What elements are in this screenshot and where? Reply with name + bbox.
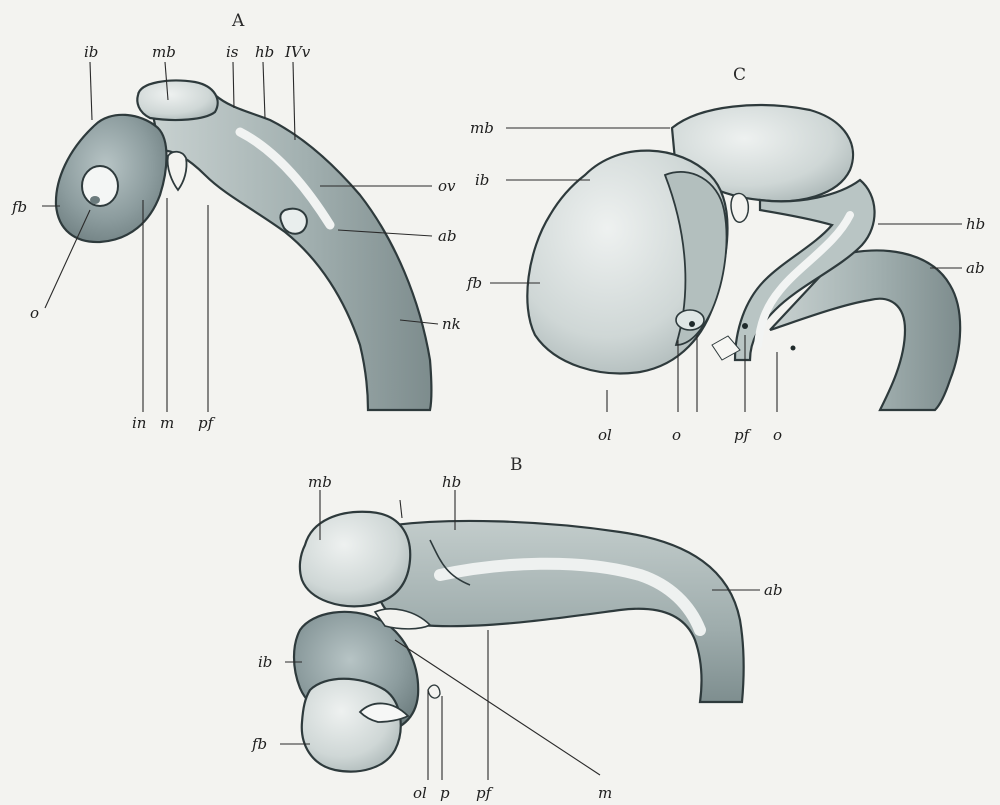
- label-a-ab: ab: [438, 227, 457, 245]
- label-a-pf: pf: [198, 414, 216, 432]
- panel-b-letter: B: [510, 455, 523, 475]
- label-c-o1: o: [672, 426, 681, 444]
- label-c-fb: fb: [466, 274, 482, 292]
- panel-a-letter: A: [231, 11, 245, 31]
- label-b-pf: pf: [476, 784, 494, 802]
- label-a-m: m: [160, 414, 174, 432]
- panel-b-pit: [428, 685, 440, 698]
- label-c-ol: ol: [598, 426, 612, 444]
- label-c-ab: ab: [966, 259, 985, 277]
- label-a-hb: hb: [255, 43, 274, 61]
- panel-c-optic-pit: [689, 321, 695, 327]
- panel-b-midbrain: [300, 512, 410, 607]
- label-a-ib: ib: [84, 43, 98, 61]
- label-b-fb: fb: [251, 735, 267, 753]
- label-a-ov: ov: [438, 177, 456, 195]
- label-b-p: p: [440, 784, 450, 802]
- label-c-mb: mb: [470, 119, 494, 137]
- label-c-pf: pf: [734, 426, 752, 444]
- label-a-nk: nk: [442, 315, 461, 333]
- panel-b: B mb hb ab ib fb o: [251, 455, 783, 802]
- panel-a-neural-tube: [150, 85, 432, 410]
- panel-c-optic-stalk: [676, 310, 704, 330]
- panel-c-letter: C: [733, 65, 746, 85]
- label-b-ab: ab: [764, 581, 783, 599]
- panel-a-midbrain: [137, 81, 217, 120]
- label-b-ol: ol: [413, 784, 427, 802]
- label-a-mb: mb: [152, 43, 176, 61]
- label-a-fb: fb: [11, 198, 27, 216]
- panel-c-pit-2: [742, 323, 748, 329]
- label-a-ivv: IVv: [284, 43, 311, 61]
- panel-a-isthmus-notch: [168, 152, 187, 190]
- label-c-ib: ib: [475, 171, 489, 189]
- label-c-o2: o: [773, 426, 782, 444]
- panel-a: A ib mb: [11, 11, 461, 432]
- panel-a-optic-pit: [90, 196, 100, 204]
- label-a-is: is: [226, 43, 239, 61]
- label-b-ib: ib: [258, 653, 272, 671]
- label-b-m: m: [598, 784, 612, 802]
- label-b-mb: mb: [308, 473, 332, 491]
- label-a-in: in: [132, 414, 146, 432]
- panel-c-notch: [731, 194, 748, 223]
- label-c-hb: hb: [966, 215, 985, 233]
- panel-c-pit-3: [791, 346, 796, 351]
- panel-c: C mb ib fb: [466, 65, 985, 444]
- panel-b-forebrain: [302, 679, 401, 772]
- label-a-o: o: [30, 304, 39, 322]
- label-b-hb: hb: [442, 473, 461, 491]
